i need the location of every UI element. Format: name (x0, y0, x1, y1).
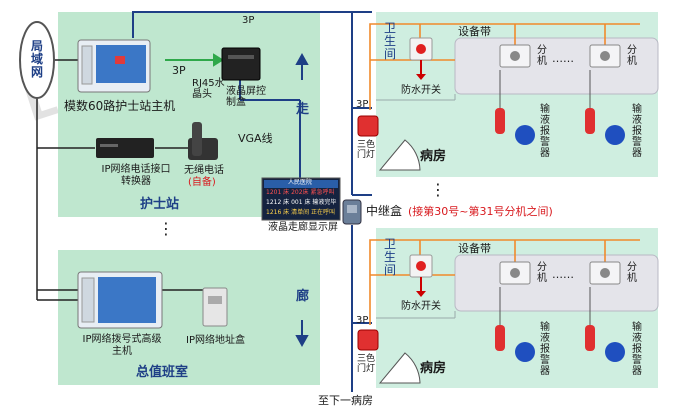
ip-converter-device (96, 138, 154, 158)
duty-host-device (77, 271, 163, 329)
waterproof-switch-upper (409, 37, 433, 80)
display-row-3: 1216 床 清单间 正在呼叫 (266, 209, 335, 216)
extension-label-upper-1: 分机 (537, 45, 547, 67)
relay-note: (接第30号~第31号分机之间) (408, 205, 553, 218)
infusion-devices-lower (495, 287, 625, 362)
nurse-host-device (77, 39, 151, 93)
relay-label: 中继盒 (366, 204, 403, 218)
ward-cable-3p-upper: 3P (356, 99, 369, 110)
lcd-controller-device (221, 47, 261, 81)
toilet-label-lower: 卫生间 (384, 237, 397, 277)
display-row-1: 1201 床 202床 紧急呼叫 (266, 189, 335, 196)
corridor-arrows (295, 52, 309, 348)
dial-host-label: IP网络拨号式高级主机 (82, 334, 162, 357)
display-title: 人民医院 (288, 179, 313, 186)
ward-walls (376, 94, 456, 319)
ward-cable-3p-lower: 3P (356, 315, 369, 326)
display-row-2: 1212 床 001 床 输液完毕 (266, 199, 337, 206)
ip-converter-label: IP网络电话接口转换器 (101, 164, 171, 187)
infusion-label-lower-2: 输液报警器 (632, 322, 642, 377)
extension-label-lower-2: 分机 (627, 262, 637, 284)
dots-upper: …… (552, 52, 574, 65)
duty-room-title: 总值班室 (136, 365, 189, 380)
dots-lower: …… (552, 268, 574, 281)
infusion-devices-upper (495, 70, 625, 145)
address-box-label: IP网络地址盒 (186, 335, 245, 346)
rj45-label: RJ45水晶头 (192, 78, 225, 100)
cordless-phone-device (188, 122, 218, 160)
blue-bus (132, 11, 372, 392)
waterproof-switch-lower (409, 254, 433, 297)
vertical-dots-right: ⋮ (430, 180, 446, 199)
toilet-label-upper: 卫生间 (384, 21, 397, 61)
next-ward-label: 至下一病房 (318, 394, 373, 407)
extension-label-lower-1: 分机 (537, 262, 547, 284)
ward-title-upper: 病房 (420, 149, 447, 164)
relay-box-device (342, 199, 362, 225)
lan-ellipse (19, 21, 55, 99)
corridor-top-char: 走 (296, 102, 310, 117)
equipment-belt-label-lower: 设备带 (458, 242, 491, 255)
infusion-label-lower-1: 输液报警器 (540, 322, 550, 377)
lan-label: 局域网 (31, 39, 44, 79)
extension-lower-2 (589, 261, 621, 285)
waterproof-label-upper: 防水开关 (401, 85, 441, 96)
vertical-dots-left: ⋮ (158, 219, 174, 238)
cordless-note: (自备) (188, 177, 216, 188)
infusion-label-upper-1: 输液报警器 (540, 104, 550, 159)
infusion-label-upper-2: 输液报警器 (632, 104, 642, 159)
door-arc-upper (378, 139, 421, 171)
corridor-display-label: 液晶走廊显示屏 (268, 222, 338, 233)
top-cable-label: 3P (242, 15, 255, 26)
door-light-upper (357, 115, 379, 137)
lcd-controller-label: 液晶屏控制盒 (226, 86, 266, 108)
door-arc-lower (378, 352, 421, 384)
door-light-lower (357, 329, 379, 351)
equipment-belt-label-upper: 设备带 (458, 25, 491, 38)
extension-label-upper-2: 分机 (627, 45, 637, 67)
nurse-station-title: 护士站 (140, 197, 180, 212)
cable-3p-label: 3P (172, 64, 186, 77)
nurse-host-label: 模数60路护士站主机 (64, 99, 176, 113)
ward-title-lower: 病房 (420, 361, 447, 376)
extension-upper-1 (499, 44, 531, 68)
waterproof-label-lower: 防水开关 (401, 301, 441, 312)
vga-label: VGA线 (238, 132, 273, 145)
cordless-phone-label: 无绳电话 (184, 165, 224, 176)
corridor-display-device (261, 177, 341, 221)
extension-upper-2 (589, 44, 621, 68)
address-box-device (202, 287, 228, 327)
corridor-bottom-char: 廊 (296, 289, 310, 304)
extension-lower-1 (499, 261, 531, 285)
door-light-label-lower: 三色门灯 (357, 354, 376, 374)
green-arrow (165, 53, 224, 67)
door-light-label-upper: 三色门灯 (357, 140, 376, 160)
